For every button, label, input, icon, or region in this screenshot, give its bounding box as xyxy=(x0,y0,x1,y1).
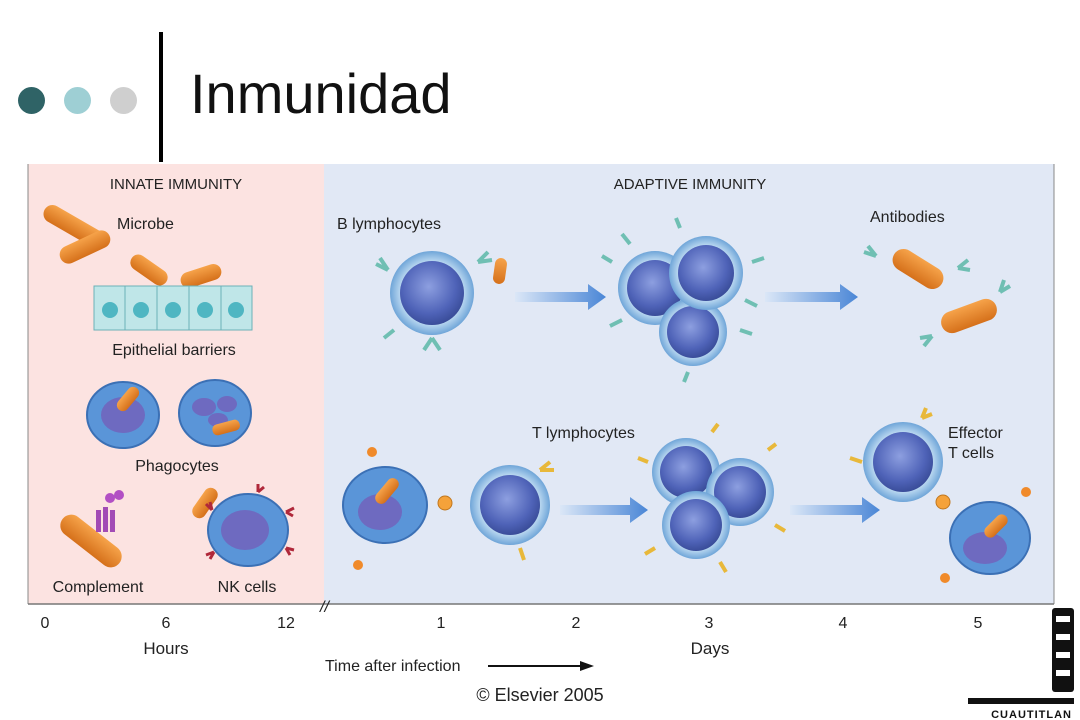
bullet-dot-dark xyxy=(18,87,45,114)
time-after-infection-label: Time after infection xyxy=(325,658,460,675)
title-divider xyxy=(159,32,163,162)
arrow-t-1 xyxy=(560,497,648,523)
complement-label: Complement xyxy=(53,579,144,596)
antibody-microbes xyxy=(863,244,1012,348)
b-cell-clones xyxy=(600,217,765,383)
tick-day-3: 3 xyxy=(705,615,714,632)
bullet-dot-gray xyxy=(110,87,137,114)
arrow-b-1 xyxy=(515,284,606,310)
unam-logo: CUAUTITLAN xyxy=(968,608,1074,720)
days-label: Days xyxy=(691,639,730,658)
effector-t-cell xyxy=(849,407,1031,583)
arrow-t-2 xyxy=(790,497,880,523)
hours-label: Hours xyxy=(143,639,188,658)
time-arrow-icon xyxy=(488,661,594,671)
b-lymphocytes-label: B lymphocytes xyxy=(337,216,441,233)
arrow-b-2 xyxy=(765,284,858,310)
tick-day-5: 5 xyxy=(974,615,983,632)
adaptive-header: ADAPTIVE IMMUNITY xyxy=(614,176,767,193)
microbe-label: Microbe xyxy=(117,216,174,233)
axis-break-mark: // xyxy=(319,599,330,616)
apc-cell xyxy=(342,447,453,570)
antibodies-label: Antibodies xyxy=(870,209,945,226)
microbe-group xyxy=(43,205,111,264)
slide-title: Inmunidad xyxy=(190,62,452,125)
effector-label-line2: T cells xyxy=(948,445,994,462)
tick-day-4: 4 xyxy=(839,615,848,632)
complement-group xyxy=(60,490,124,568)
t-cell-clones xyxy=(637,422,787,574)
logo-text: CUAUTITLAN xyxy=(991,709,1072,720)
tick-hour-12: 12 xyxy=(277,615,295,632)
tick-hour-6: 6 xyxy=(162,615,171,632)
copyright-text: © Elsevier 2005 xyxy=(476,685,603,705)
phagocytes-label: Phagocytes xyxy=(135,458,219,475)
tick-day-1: 1 xyxy=(437,615,446,632)
phagocyte-cells xyxy=(86,379,252,449)
epithelial-label: Epithelial barriers xyxy=(112,342,236,359)
nk-label: NK cells xyxy=(218,579,277,596)
b-cell-naive xyxy=(375,250,507,352)
epithelial-cells xyxy=(93,254,253,331)
tick-day-2: 2 xyxy=(572,615,581,632)
tick-hour-0: 0 xyxy=(41,615,50,632)
t-cell-naive xyxy=(470,460,554,561)
innate-header: INNATE IMMUNITY xyxy=(110,176,242,193)
effector-label-line1: Effector xyxy=(948,425,1004,442)
nk-cell xyxy=(192,484,295,567)
unam-crest-icon xyxy=(968,608,1074,704)
t-lymphocytes-label: T lymphocytes xyxy=(532,425,635,442)
bullet-dot-teal xyxy=(64,87,91,114)
